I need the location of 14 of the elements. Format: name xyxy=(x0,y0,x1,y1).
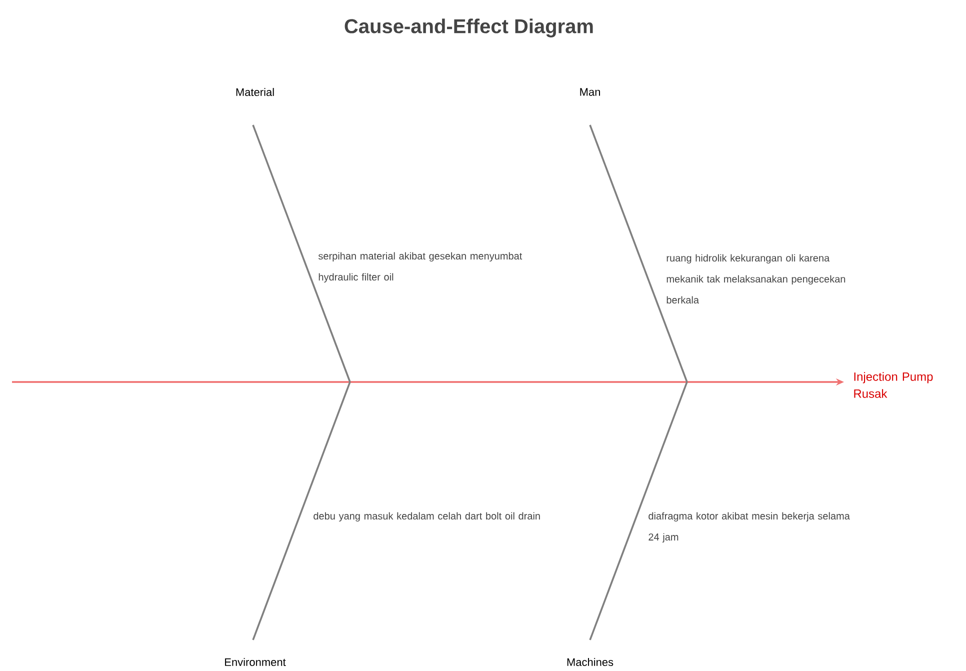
cause-text: serpihan material akibat gesekan menyumbat hydraulic filter oil xyxy=(318,252,522,282)
bone-line xyxy=(589,124,688,382)
cause-text: diafragma kotor akibat mesin bekerja selama 24 jam xyxy=(648,512,850,542)
category-label: Material xyxy=(236,88,274,96)
category-label: Environment xyxy=(225,658,286,666)
title: Cause-and-Effect Diagram xyxy=(344,18,593,38)
effect-label: Injection Pump Rusak xyxy=(854,372,933,398)
cause-text: debu yang masuk kedalam celah dart bolt oil drain xyxy=(314,512,540,522)
category-label: Machines xyxy=(567,658,614,666)
bone-line xyxy=(589,382,688,640)
category-label: Man xyxy=(580,88,600,96)
bone-line xyxy=(252,382,351,640)
cause-text: ruang hidrolik kekurangan oli karena mekanik tak melaksanakan pengecekan berkala xyxy=(666,254,846,304)
bone-line xyxy=(252,124,351,382)
